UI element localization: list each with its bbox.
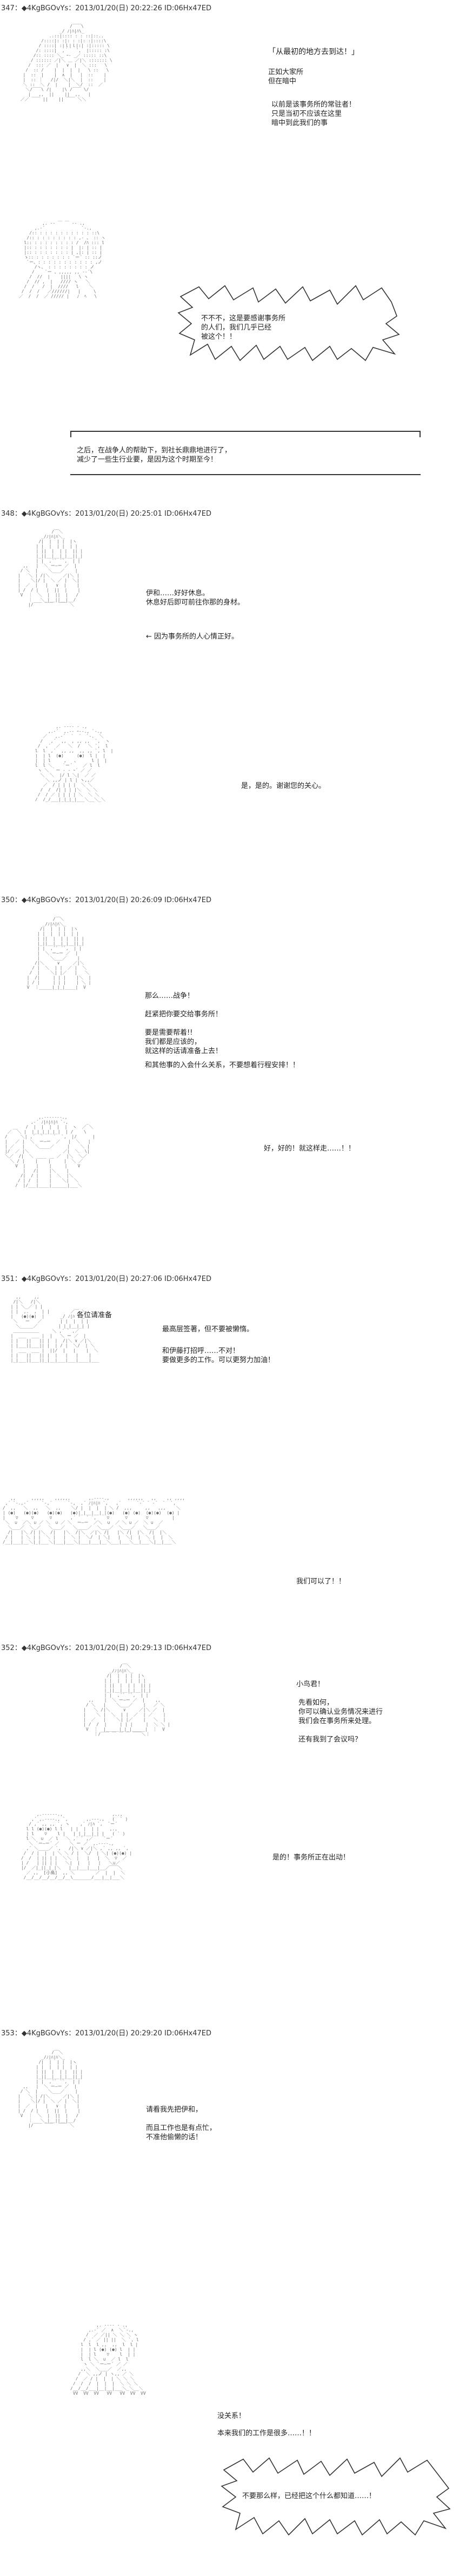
ascii-art: /￣＼ _/ﾉ|ﾊ|ﾊ＼_ /| | | | |ヽ | | | | | | | … [83, 1664, 170, 1737]
dialogue-line: 休息好后即可前往你那的身材。 [146, 599, 245, 607]
speech-burst [221, 2457, 451, 2536]
dialogue-line: 正如大家所 [268, 68, 304, 76]
dialogue-line: 我们都是应该的， [145, 1038, 202, 1046]
post-header: 350：◆4KgBGOvYs：2013/01/20(日) 20:26:09 ID… [1, 896, 211, 904]
ascii-art: ,.-‐‐‐‐-., ,.., ,´ ,.-‐‐-., `, ,.-‐-., (… [21, 1812, 132, 1880]
dialogue-line: 请看我先把伊和， [146, 2106, 203, 2114]
dialogue-line: 只是当初不应该在这里 [271, 110, 342, 118]
dialogue-line: 伊和……好好休息。 [146, 589, 210, 597]
narration-box-left [70, 431, 71, 437]
dialogue-line: 不准他偷懒的话！ [146, 2133, 203, 2141]
post-header: 353：◆4KgBGOvYs：2013/01/20(日) 20:29:20 ID… [1, 2029, 211, 2038]
narration-box-bottom [70, 474, 421, 475]
dialogue-line: 小鸟君！ [296, 1680, 325, 1688]
dialogue-line: 先看如何， [298, 1699, 334, 1707]
post-header: 348：◆4KgBGOvYs：2013/01/20(日) 20:25:01 ID… [1, 510, 211, 518]
ascii-art: ,.-‐‐‐‐‐-., ,‐´ ﾉ|ﾊ|ﾊ|ﾊ `‐, _ __ / | | |… [4, 1115, 95, 1188]
dialogue-line: 好，好的！就这样走……！！ [264, 1145, 356, 1153]
dialogue-line: 就这样的话请准备上去！ [145, 1047, 223, 1055]
dialogue-line: 和伊藤打招呼……不对！ [162, 1347, 240, 1355]
ascii-art: ,, ,, /|＼ /|＼ | | ＼_／ | | | | ,. , | | ／… [10, 1294, 99, 1363]
ascii-art: ,. -‐ ￣ ￣ -‐ ., ,.‐´ `‐., /:: : : : : : … [18, 221, 106, 299]
dialogue-line: 是，是的。谢谢您的关心。 [241, 782, 326, 790]
dialogue-line: 本来我们的工作是很多……！！ [217, 2429, 316, 2437]
dialogue-line: 的人们，我们几乎已经 [201, 324, 272, 332]
dialogue-line: 但在暗中 [268, 77, 297, 86]
narration-line: 减少了一些生行业要，是因为这个时期至今！ [77, 456, 218, 464]
dialogue-line: 而且工作也是有点忙， [146, 2124, 217, 2132]
dialogue-line: 赶紧把你要交给事务所！ [145, 1010, 223, 1018]
post-header: 347：◆4KgBGOvYs：2013/01/20(日) 20:22:26 ID… [1, 4, 211, 12]
dialogue-line: 我们可以了！！ [296, 1578, 346, 1586]
ascii-art: ,. -‐‐‐ - ., ,.‐´ ,.-‐ ｰ‐-., `‐., ／ ,.‐´… [35, 724, 114, 802]
narration-line: 之后，在战争人的帮助下，到社长鼎鼎地进行了， [77, 446, 232, 455]
dialogue-line: 要是需要帮着!! [145, 1029, 193, 1037]
dialogue-line: 暗中到此我们的事 [271, 119, 328, 127]
ascii-art: ,. -‐‐‐ - ., ,.‐´ ／ ∧ ＼`‐., / ／ ／|| ＼ ＼ … [70, 2323, 146, 2396]
dialogue-line: 我们会在事务所来处理。 [298, 1717, 376, 1725]
dialogue-line: 你可以确认业务情况来进行 [298, 1708, 383, 1716]
dialogue-line: 不要那么样，已经把这个什么都知道……！ [242, 2492, 376, 2500]
dialogue-line: 没关系！ [217, 2412, 246, 2420]
dialogue-line: 那么……战争！ [145, 992, 195, 1000]
dialogue-line: 和其他事的入会什么关系，不要想着行程安排！！ [145, 1061, 300, 1069]
dialogue-line: 最高层签著，但不要被懒惰。 [162, 1325, 254, 1333]
ascii-art: ,, ,,,,, ,,,,,, ,.-‐‐-., ,,,,,, ,, ,, ,,… [2, 1496, 185, 1545]
ascii-art: /￣￣\ _/ ﾉ|ﾊ|ﾊ\_ ..::|:::: : : ::|::.. /:… [20, 24, 112, 102]
post-header: 351：◆4KgBGOvYs：2013/01/20(日) 20:27:06 ID… [1, 1275, 211, 1283]
narration-box-right [420, 431, 421, 437]
dialogue-line: 是的！事务所正在出动！ [272, 1854, 350, 1862]
dialogue-line: 以前是该事务所的常驻者！ [271, 101, 356, 109]
ascii-art: /￣＼ _/ﾉ|ﾊ|ﾊ＼_ /| | | | |ヽ | | | | | | | … [17, 2050, 83, 2128]
ascii-art: /￣＼ _/ﾉ|ﾊ|ﾊ＼_ /| | | | |ヽ | | | | | | | … [17, 529, 83, 607]
post-header: 352：◆4KgBGOvYs：2013/01/20(日) 20:29:13 ID… [1, 1644, 211, 1652]
dialogue-line: 被这个！！ [201, 333, 237, 341]
dialogue-line: 还有我到了会议吗？ [298, 1736, 362, 1744]
dialogue-line: ← 因为事务所的人心情正好。 [146, 633, 239, 641]
ascii-art: /￣＼ _/ﾉ|ﾊ|ﾊ＼_ /| | | | |ヽ | | | | | | | … [26, 917, 91, 990]
narration-box-top [70, 431, 421, 432]
dialogue-line: 要做更多的工作。可以更努力加油！ [162, 1356, 275, 1364]
dialogue-line: 各位请准备 [77, 1311, 112, 1319]
dialogue-line: 「从最初的地方去到达！」 [268, 48, 359, 56]
dialogue-line: 不不不，这是要感谢事务所 [201, 314, 286, 323]
speech-burst [177, 285, 400, 362]
